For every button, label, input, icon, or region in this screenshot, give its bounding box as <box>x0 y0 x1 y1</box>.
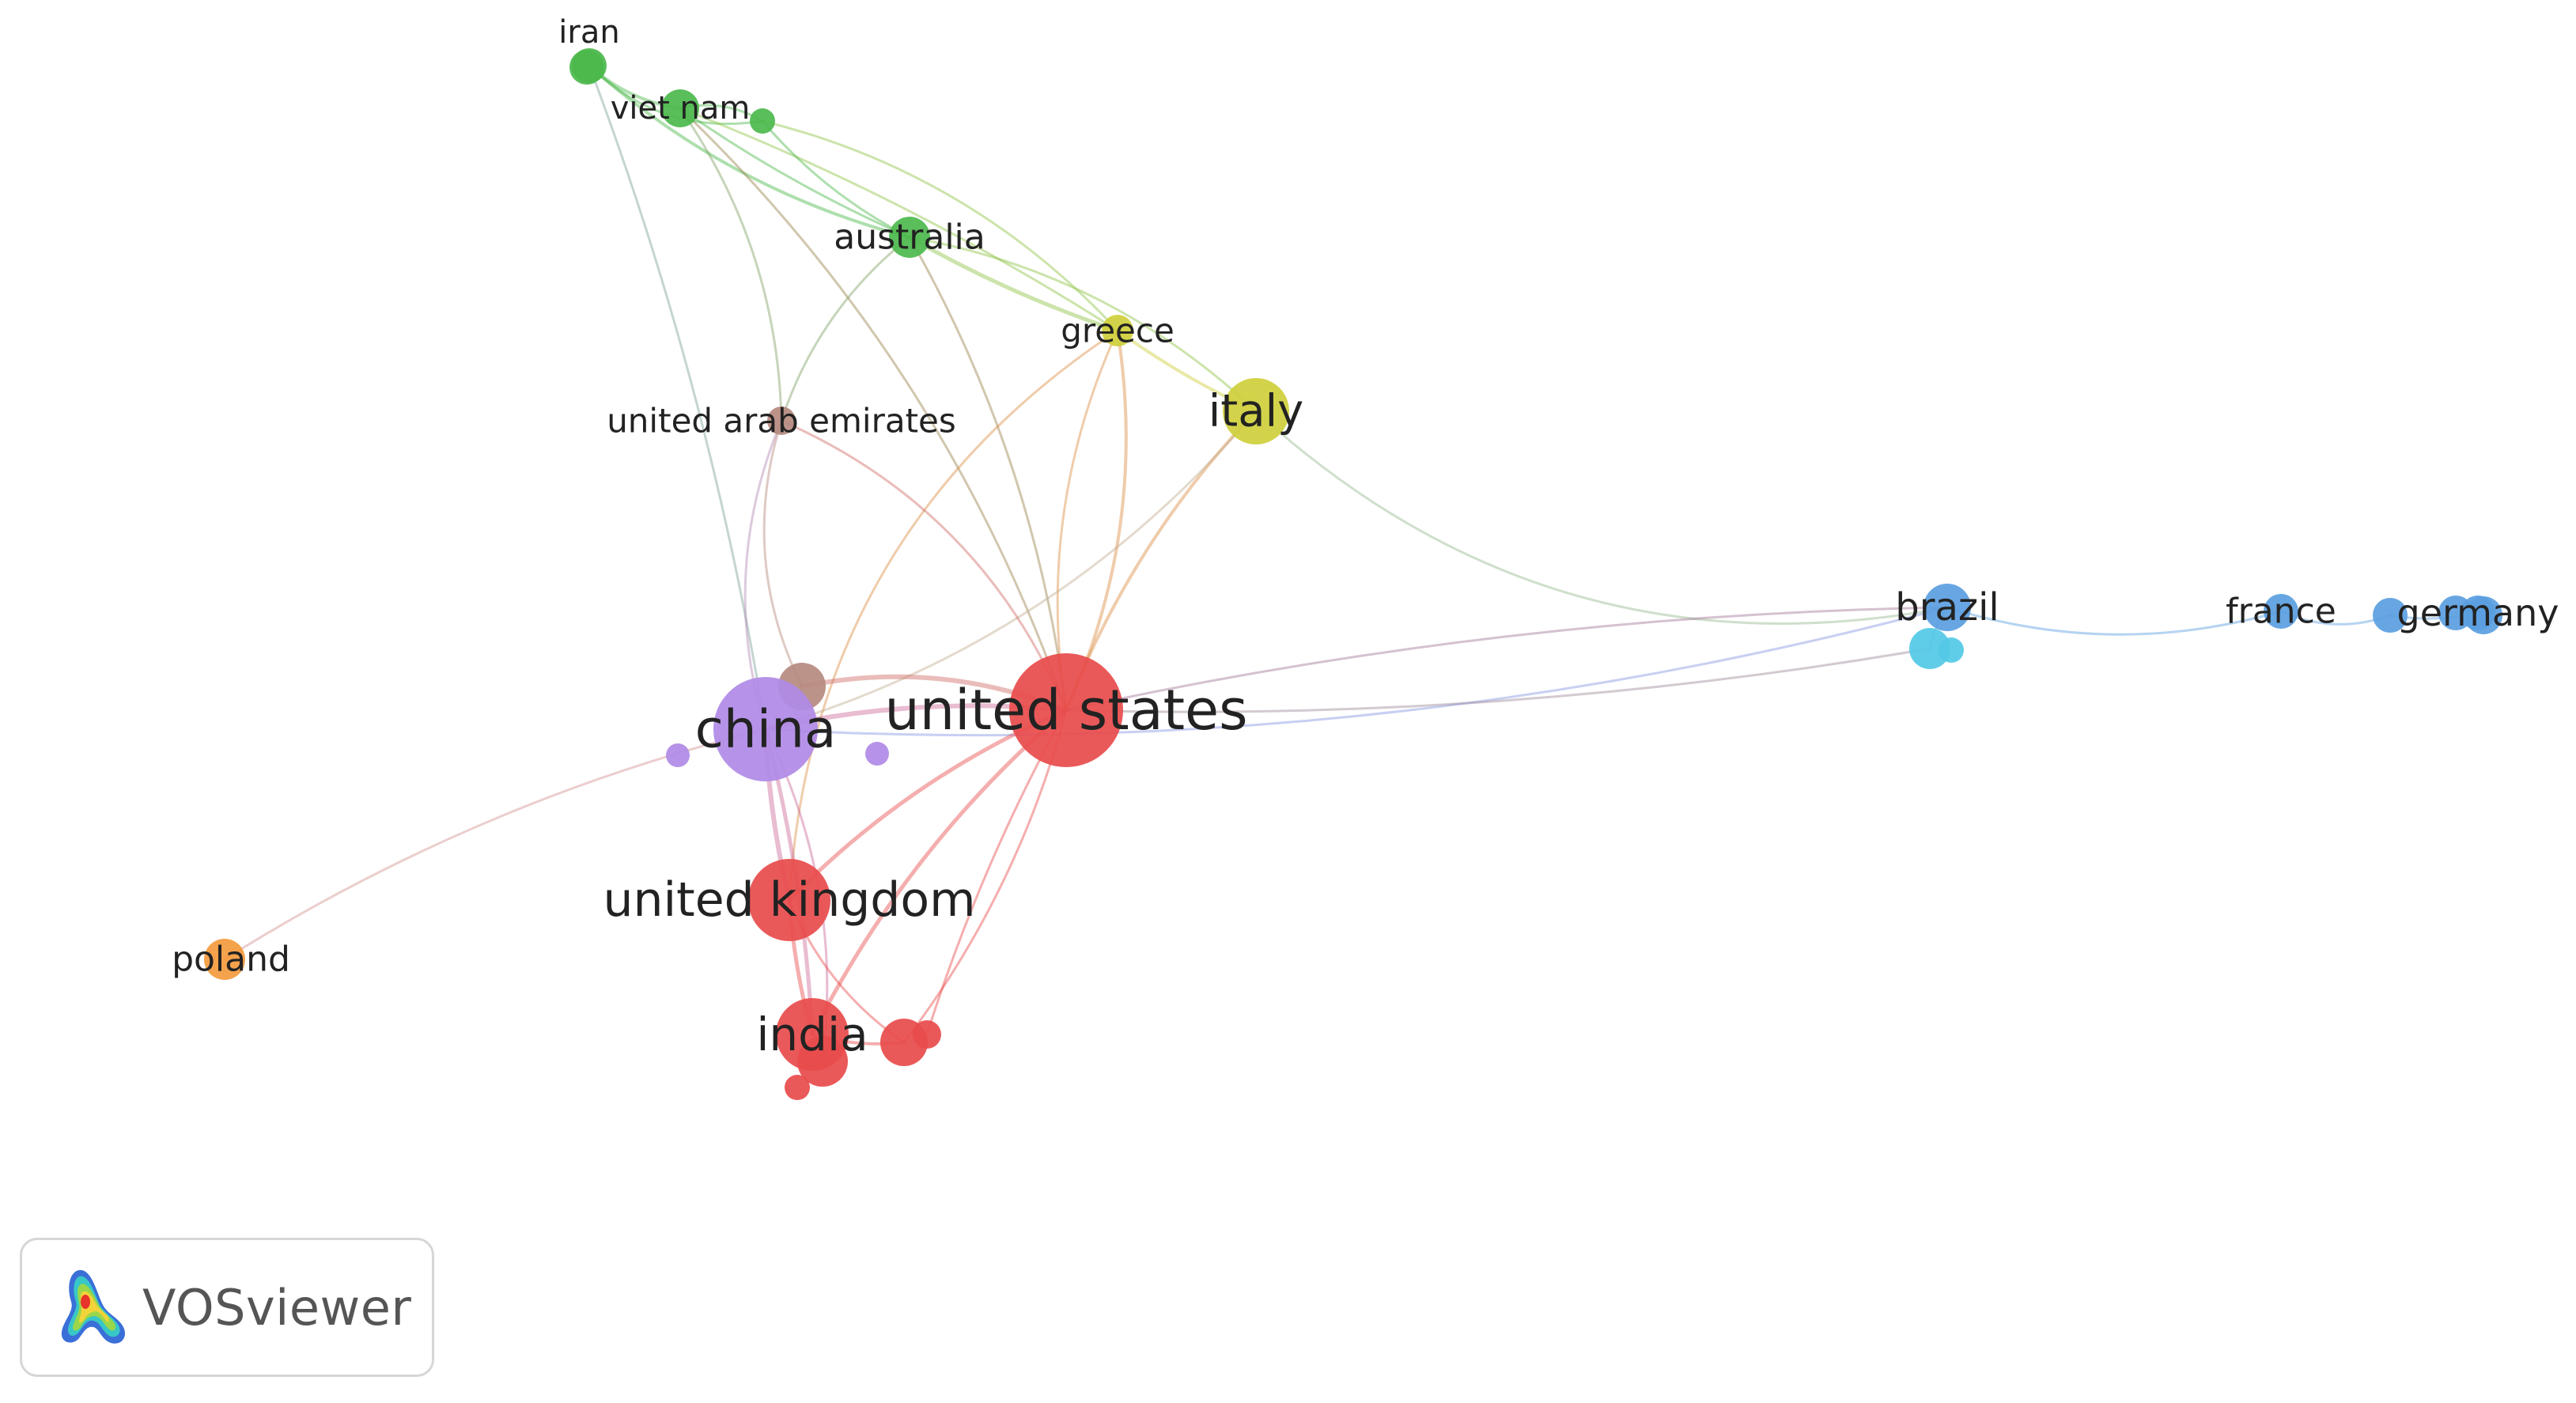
link-e-green-2-greece <box>761 119 1119 332</box>
vosviewer-logo-icon <box>61 1269 126 1344</box>
label-france: france <box>2226 592 2336 632</box>
link-united-states-brazil <box>1065 606 1949 712</box>
node-unlabeled[interactable] <box>865 742 889 766</box>
link-united-arab-emirates-united-states <box>780 419 1068 712</box>
label-iran: iran <box>558 14 619 51</box>
link-united-states-india <box>810 708 1069 1037</box>
node-viet-nam[interactable] <box>661 89 699 127</box>
link-brazil-france <box>1946 606 2283 636</box>
node-united-states[interactable] <box>1009 653 1123 767</box>
link-viet-nam-united-states <box>679 107 1068 712</box>
network-nodes <box>204 48 2502 1100</box>
label-united-kingdom: united kingdom <box>603 872 975 928</box>
label-brazil: brazil <box>1895 585 1999 630</box>
vosviewer-logo-text: VOSviewer <box>142 1278 412 1337</box>
label-australia: australia <box>834 217 985 258</box>
node-germany[interactable] <box>2461 596 2495 630</box>
node-unlabeled[interactable] <box>750 108 775 134</box>
node-australia[interactable] <box>889 217 930 258</box>
label-india: india <box>756 1008 868 1061</box>
node-unlabeled[interactable] <box>785 1075 810 1100</box>
link-australia-united-states <box>908 236 1068 712</box>
vosviewer-logo: VOSviewer <box>20 1238 434 1377</box>
label-viet-nam: viet nam <box>611 90 751 127</box>
node-poland[interactable] <box>204 939 245 980</box>
node-unlabeled[interactable] <box>2373 598 2408 633</box>
link-e-green-2-australia <box>761 119 911 239</box>
node-greece[interactable] <box>1102 315 1133 346</box>
label-poland: poland <box>172 940 290 980</box>
node-india[interactable] <box>776 998 849 1071</box>
link-italy-china <box>764 410 1258 731</box>
network-edges <box>223 64 2480 1063</box>
node-united-kingdom[interactable] <box>748 859 830 941</box>
node-china[interactable] <box>713 677 818 781</box>
link-australia-italy <box>908 236 1258 413</box>
label-germany: germany <box>2397 592 2559 634</box>
link-australia-greece <box>907 235 1120 333</box>
label-greece: greece <box>1061 312 1175 350</box>
link-iran-china <box>588 64 767 731</box>
link-united-arab-emirates-e-brown-1 <box>762 419 804 688</box>
link-australia-united-arab-emirates <box>780 236 911 422</box>
network-labels: iran viet nam australia greece italy united a… <box>172 14 2559 1061</box>
link-greece-united-kingdom <box>788 329 1119 902</box>
node-unlabeled[interactable] <box>1939 637 1964 663</box>
label-united-states: united states <box>884 678 1247 743</box>
node-unlabeled[interactable] <box>666 743 690 767</box>
link-china-brazil <box>764 606 1949 737</box>
node-unlabeled[interactable] <box>913 1020 941 1049</box>
node-united-arab-emirates[interactable] <box>767 407 796 435</box>
node-france[interactable] <box>2264 594 2298 629</box>
link-italy-brazil <box>1254 410 1949 625</box>
node-brazil[interactable] <box>1923 584 1971 631</box>
link-iran-australia <box>588 64 911 239</box>
node-unlabeled[interactable] <box>1909 628 1950 669</box>
label-united-arab-emirates: united arab emirates <box>607 402 956 441</box>
link-viet-nam-australia <box>679 107 911 239</box>
node-iran[interactable] <box>572 48 607 83</box>
link-viet-nam-greece <box>679 107 1119 332</box>
link-greece-united-states <box>1065 329 1128 712</box>
label-italy: italy <box>1209 386 1304 437</box>
link-viet-nam-united-arab-emirates <box>679 107 783 422</box>
node-italy[interactable] <box>1223 378 1289 444</box>
label-china: china <box>695 699 837 760</box>
link-united-states-e-cyan-1 <box>1065 647 1931 713</box>
